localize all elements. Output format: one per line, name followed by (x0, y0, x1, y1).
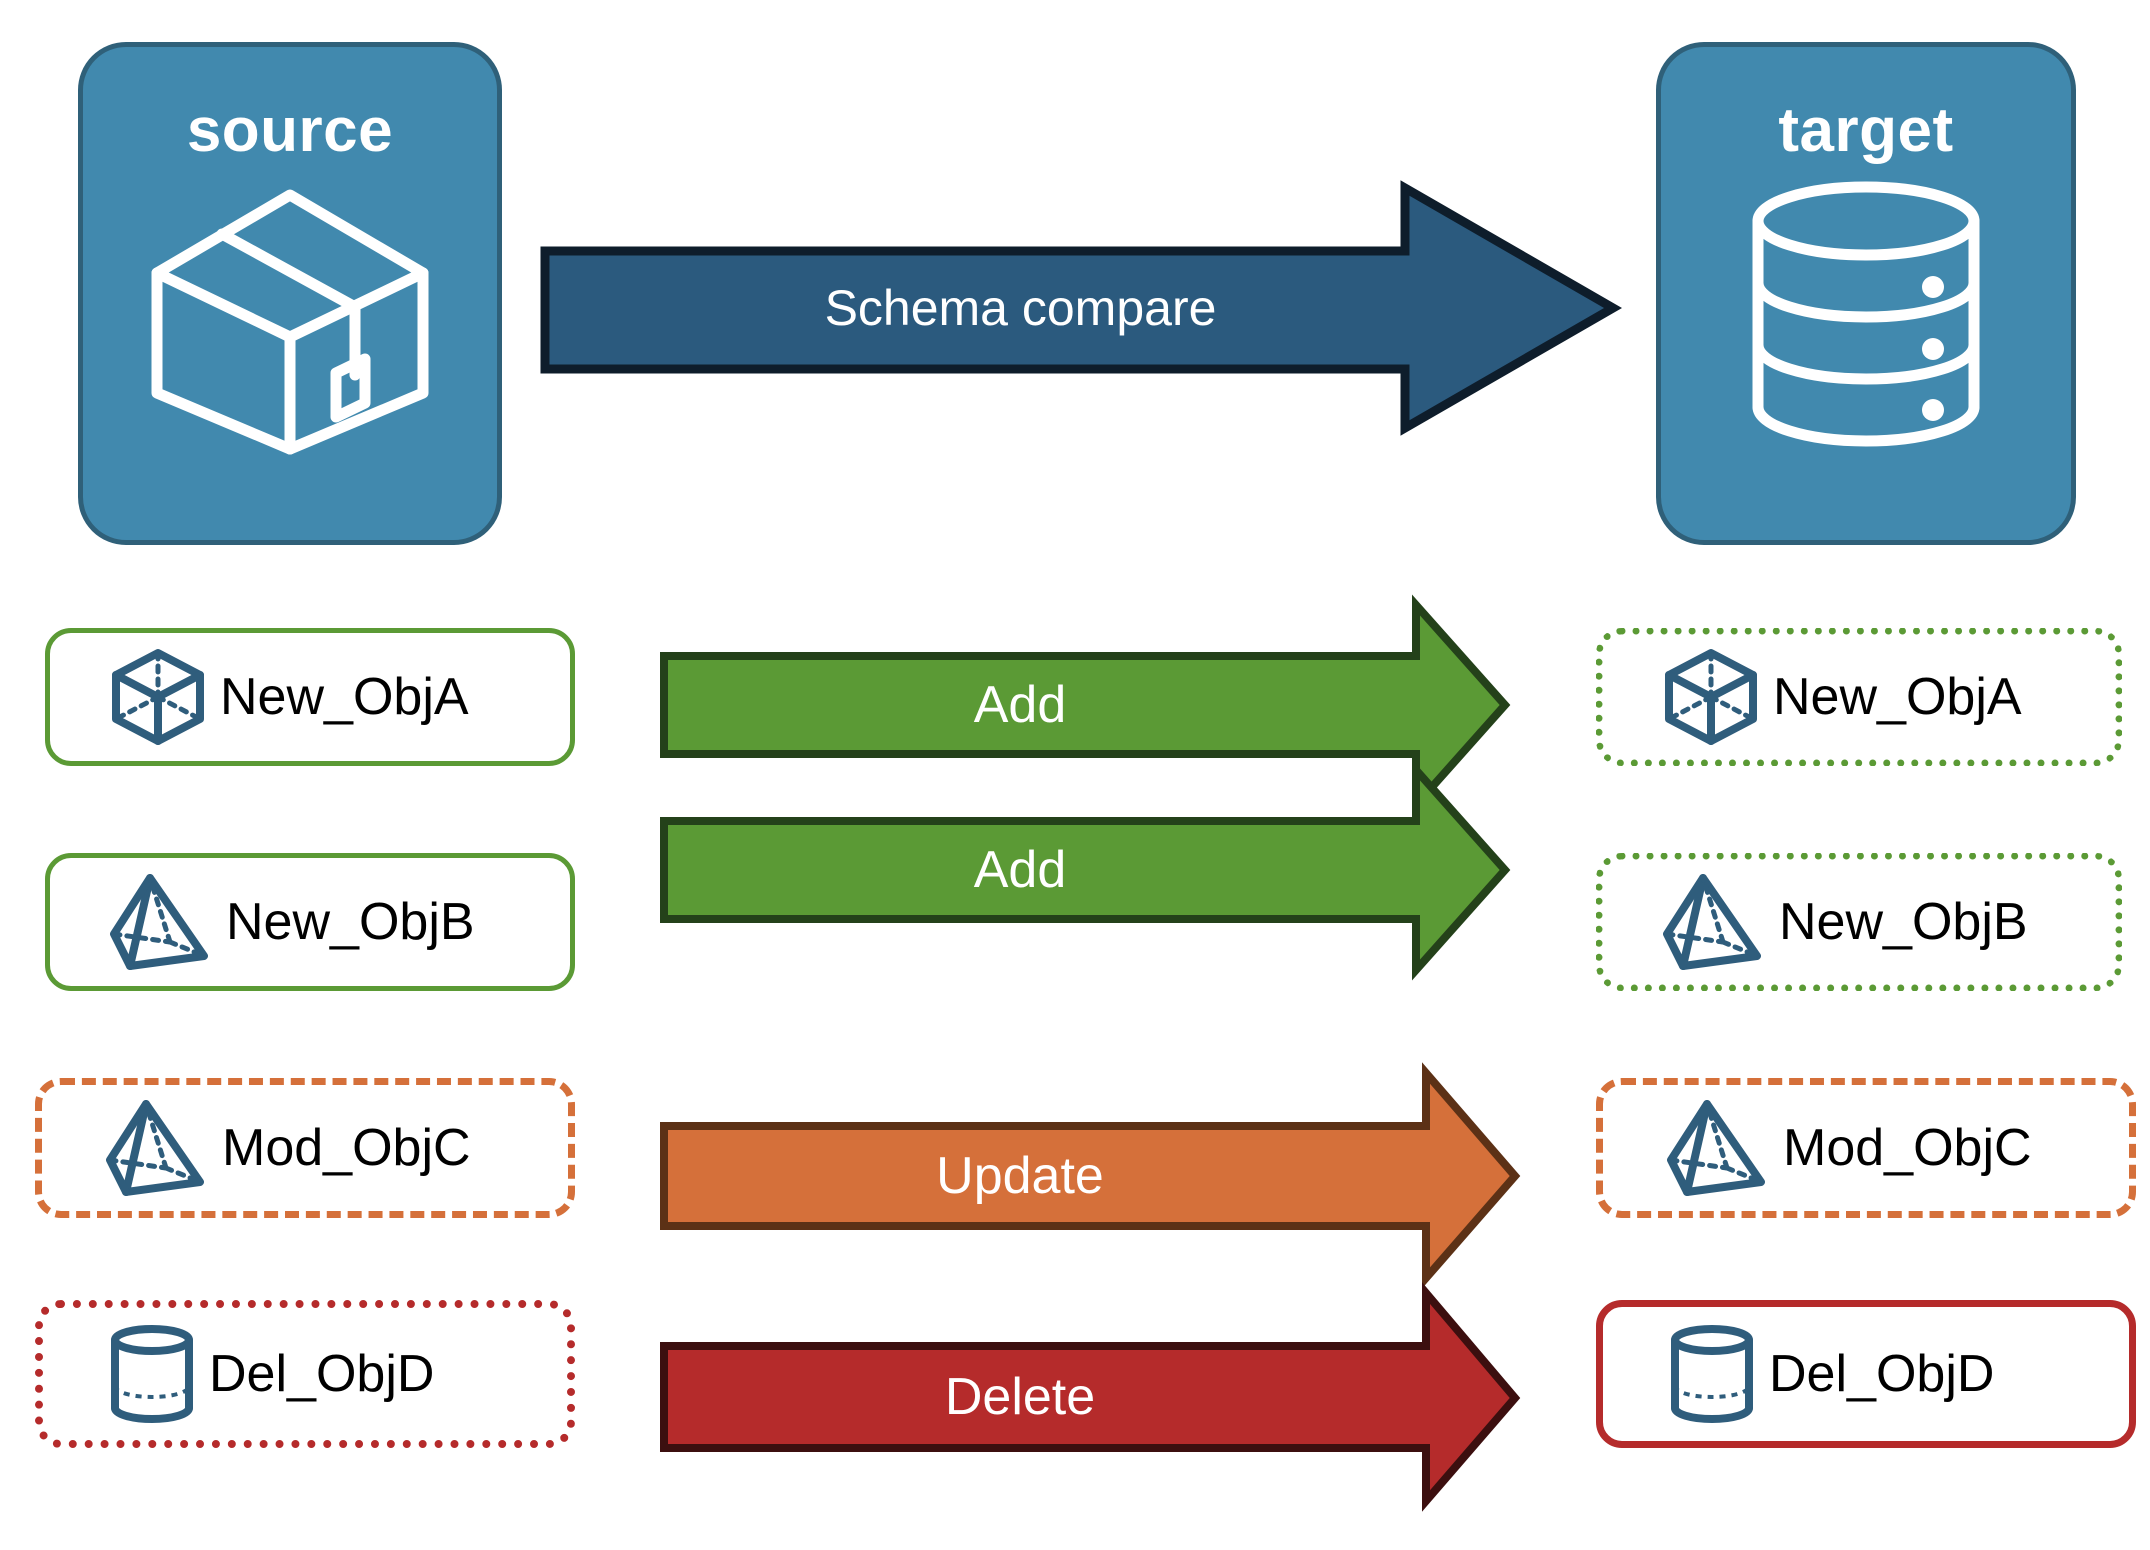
action-arrow-2[interactable]: Update (660, 1062, 1521, 1289)
wireframe-pyramid-icon (1665, 1098, 1769, 1198)
cylinder-icon (109, 1324, 195, 1424)
source-object-box-1[interactable]: New_ObjB (45, 853, 575, 991)
target-endpoint-card[interactable]: target (1656, 42, 2076, 545)
source-object-name-1: New_ObjB (226, 893, 475, 951)
wireframe-cube-icon (1663, 647, 1759, 747)
source-object-box-0[interactable]: New_ObjA (45, 628, 575, 766)
wireframe-pyramid-icon (108, 872, 212, 972)
source-object-name-3: Del_ObjD (209, 1345, 435, 1403)
schema-compare-arrow[interactable]: Schema compare (540, 180, 1623, 436)
target-object-box-2[interactable]: Mod_ObjC (1596, 1078, 2136, 1218)
wireframe-pyramid-icon (1661, 872, 1765, 972)
target-label: target (1778, 96, 1954, 165)
target-object-name-0: New_ObjA (1773, 668, 2022, 726)
target-object-name-3: Del_ObjD (1769, 1345, 1995, 1403)
source-endpoint-card[interactable]: source (78, 42, 502, 545)
source-object-box-3[interactable]: Del_ObjD (35, 1300, 575, 1448)
wireframe-cube-icon (110, 647, 206, 747)
target-object-box-0[interactable]: New_ObjA (1596, 628, 2122, 766)
source-object-name-2: Mod_ObjC (222, 1119, 471, 1177)
wireframe-pyramid-icon (104, 1098, 208, 1198)
action-arrow-3[interactable]: Delete (660, 1282, 1521, 1512)
source-object-name-0: New_ObjA (220, 668, 469, 726)
target-object-name-1: New_ObjB (1779, 893, 2028, 951)
source-object-box-2[interactable]: Mod_ObjC (35, 1078, 575, 1218)
cylinder-icon (1669, 1324, 1755, 1424)
action-arrow-1[interactable]: Add (660, 759, 1511, 981)
target-object-box-3[interactable]: Del_ObjD (1596, 1300, 2136, 1448)
target-object-box-1[interactable]: New_ObjB (1596, 853, 2122, 991)
database-cylinder-icon (1661, 179, 2071, 449)
target-object-name-2: Mod_ObjC (1783, 1119, 2032, 1177)
source-label: source (186, 96, 394, 165)
package-box-icon (83, 177, 497, 467)
